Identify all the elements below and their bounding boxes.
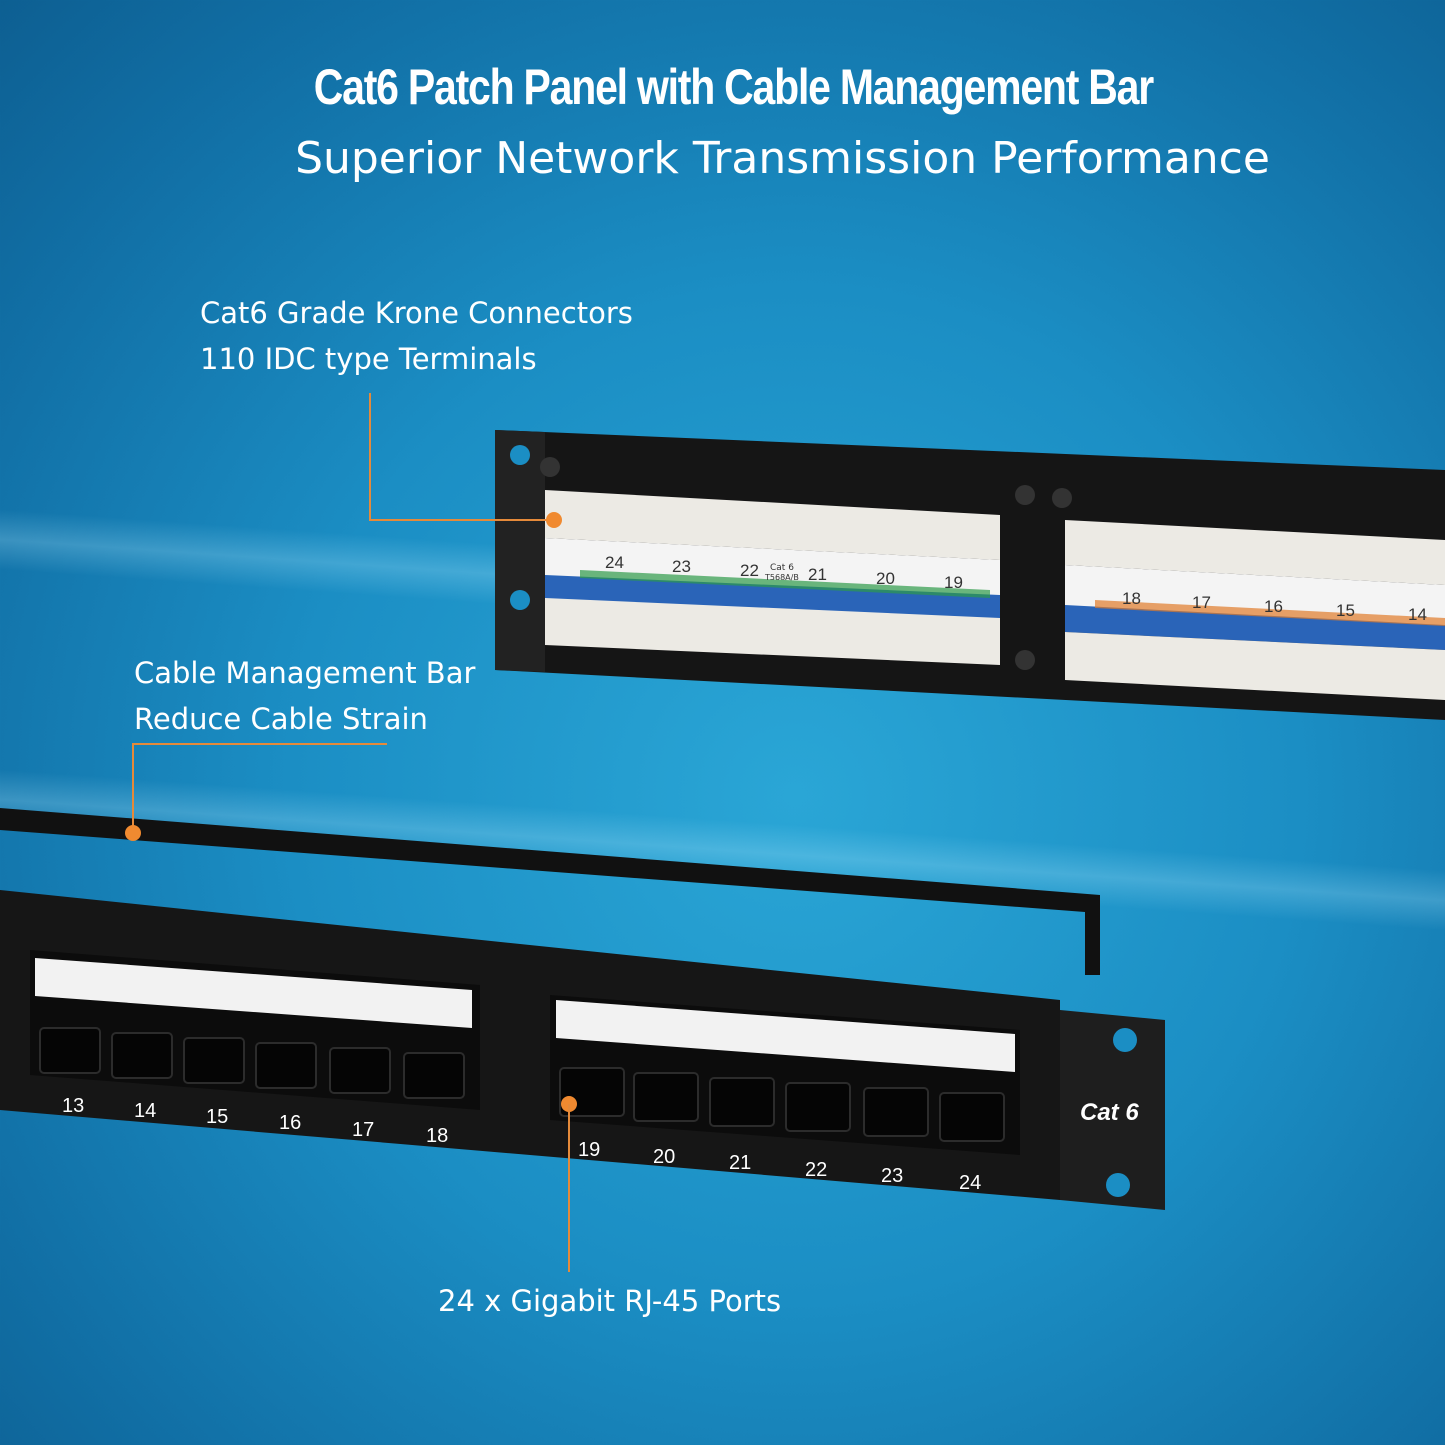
back-port-number: 17 [1192, 593, 1211, 612]
front-port-number: 21 [729, 1152, 751, 1174]
callout-ports-line1: 24 x Gigabit RJ-45 Ports [438, 1284, 782, 1318]
callout-dot [125, 825, 141, 841]
front-panel [0, 890, 1165, 1210]
front-port-number: 23 [881, 1165, 903, 1187]
front-port-number: 14 [134, 1100, 156, 1122]
rj45-ports [39, 1027, 1005, 1142]
page-subtitle: Superior Network Transmission Performanc… [295, 133, 1270, 184]
back-port-number: 20 [876, 569, 895, 588]
front-port-number: 18 [426, 1125, 448, 1147]
callout-line [132, 743, 387, 745]
callout-krone-line1: Cat6 Grade Krone Connectors [200, 296, 633, 330]
callout-line [369, 519, 555, 521]
front-port-number: 24 [959, 1172, 981, 1194]
callout-krone-connectors: Cat6 Grade Krone Connectors 110 IDC type… [200, 290, 633, 382]
back-port-number: 21 [808, 565, 827, 584]
brand-label: Cat 6 [1080, 1099, 1139, 1126]
back-panel [495, 430, 1445, 720]
callout-rj45-ports: 24 x Gigabit RJ-45 Ports [438, 1278, 781, 1324]
back-port-number: 18 [1122, 589, 1141, 608]
back-port-number: 23 [672, 557, 691, 576]
back-port-number: 15 [1336, 601, 1355, 620]
front-port-number: 20 [653, 1146, 675, 1168]
front-port-number: 17 [352, 1119, 374, 1141]
callout-line [568, 1104, 570, 1272]
callout-line [132, 743, 134, 833]
front-port-number: 13 [62, 1095, 84, 1117]
back-port-number: 22 [740, 561, 759, 580]
back-block-label: Cat 6 [770, 563, 794, 573]
callout-bar-line2: Reduce Cable Strain [134, 702, 428, 736]
cable-management-bar [0, 808, 1100, 975]
back-port-number: 24 [605, 553, 624, 572]
back-port-number: 16 [1264, 597, 1283, 616]
front-port-number: 15 [206, 1106, 228, 1128]
page-title: Cat6 Patch Panel with Cable Management B… [313, 59, 1154, 115]
front-port-number: 22 [805, 1159, 827, 1181]
callout-dot [546, 512, 562, 528]
front-port-number: 16 [279, 1112, 301, 1134]
back-block-label: T568A/B [764, 573, 799, 582]
callout-line [369, 393, 371, 521]
back-port-number: 14 [1408, 605, 1427, 624]
callout-krone-line2: 110 IDC type Terminals [200, 342, 537, 376]
callout-cable-bar: Cable Management Bar Reduce Cable Strain [134, 650, 475, 742]
back-port-number: 19 [944, 573, 963, 592]
front-port-number: 19 [578, 1139, 600, 1161]
callout-bar-line1: Cable Management Bar [134, 656, 476, 690]
